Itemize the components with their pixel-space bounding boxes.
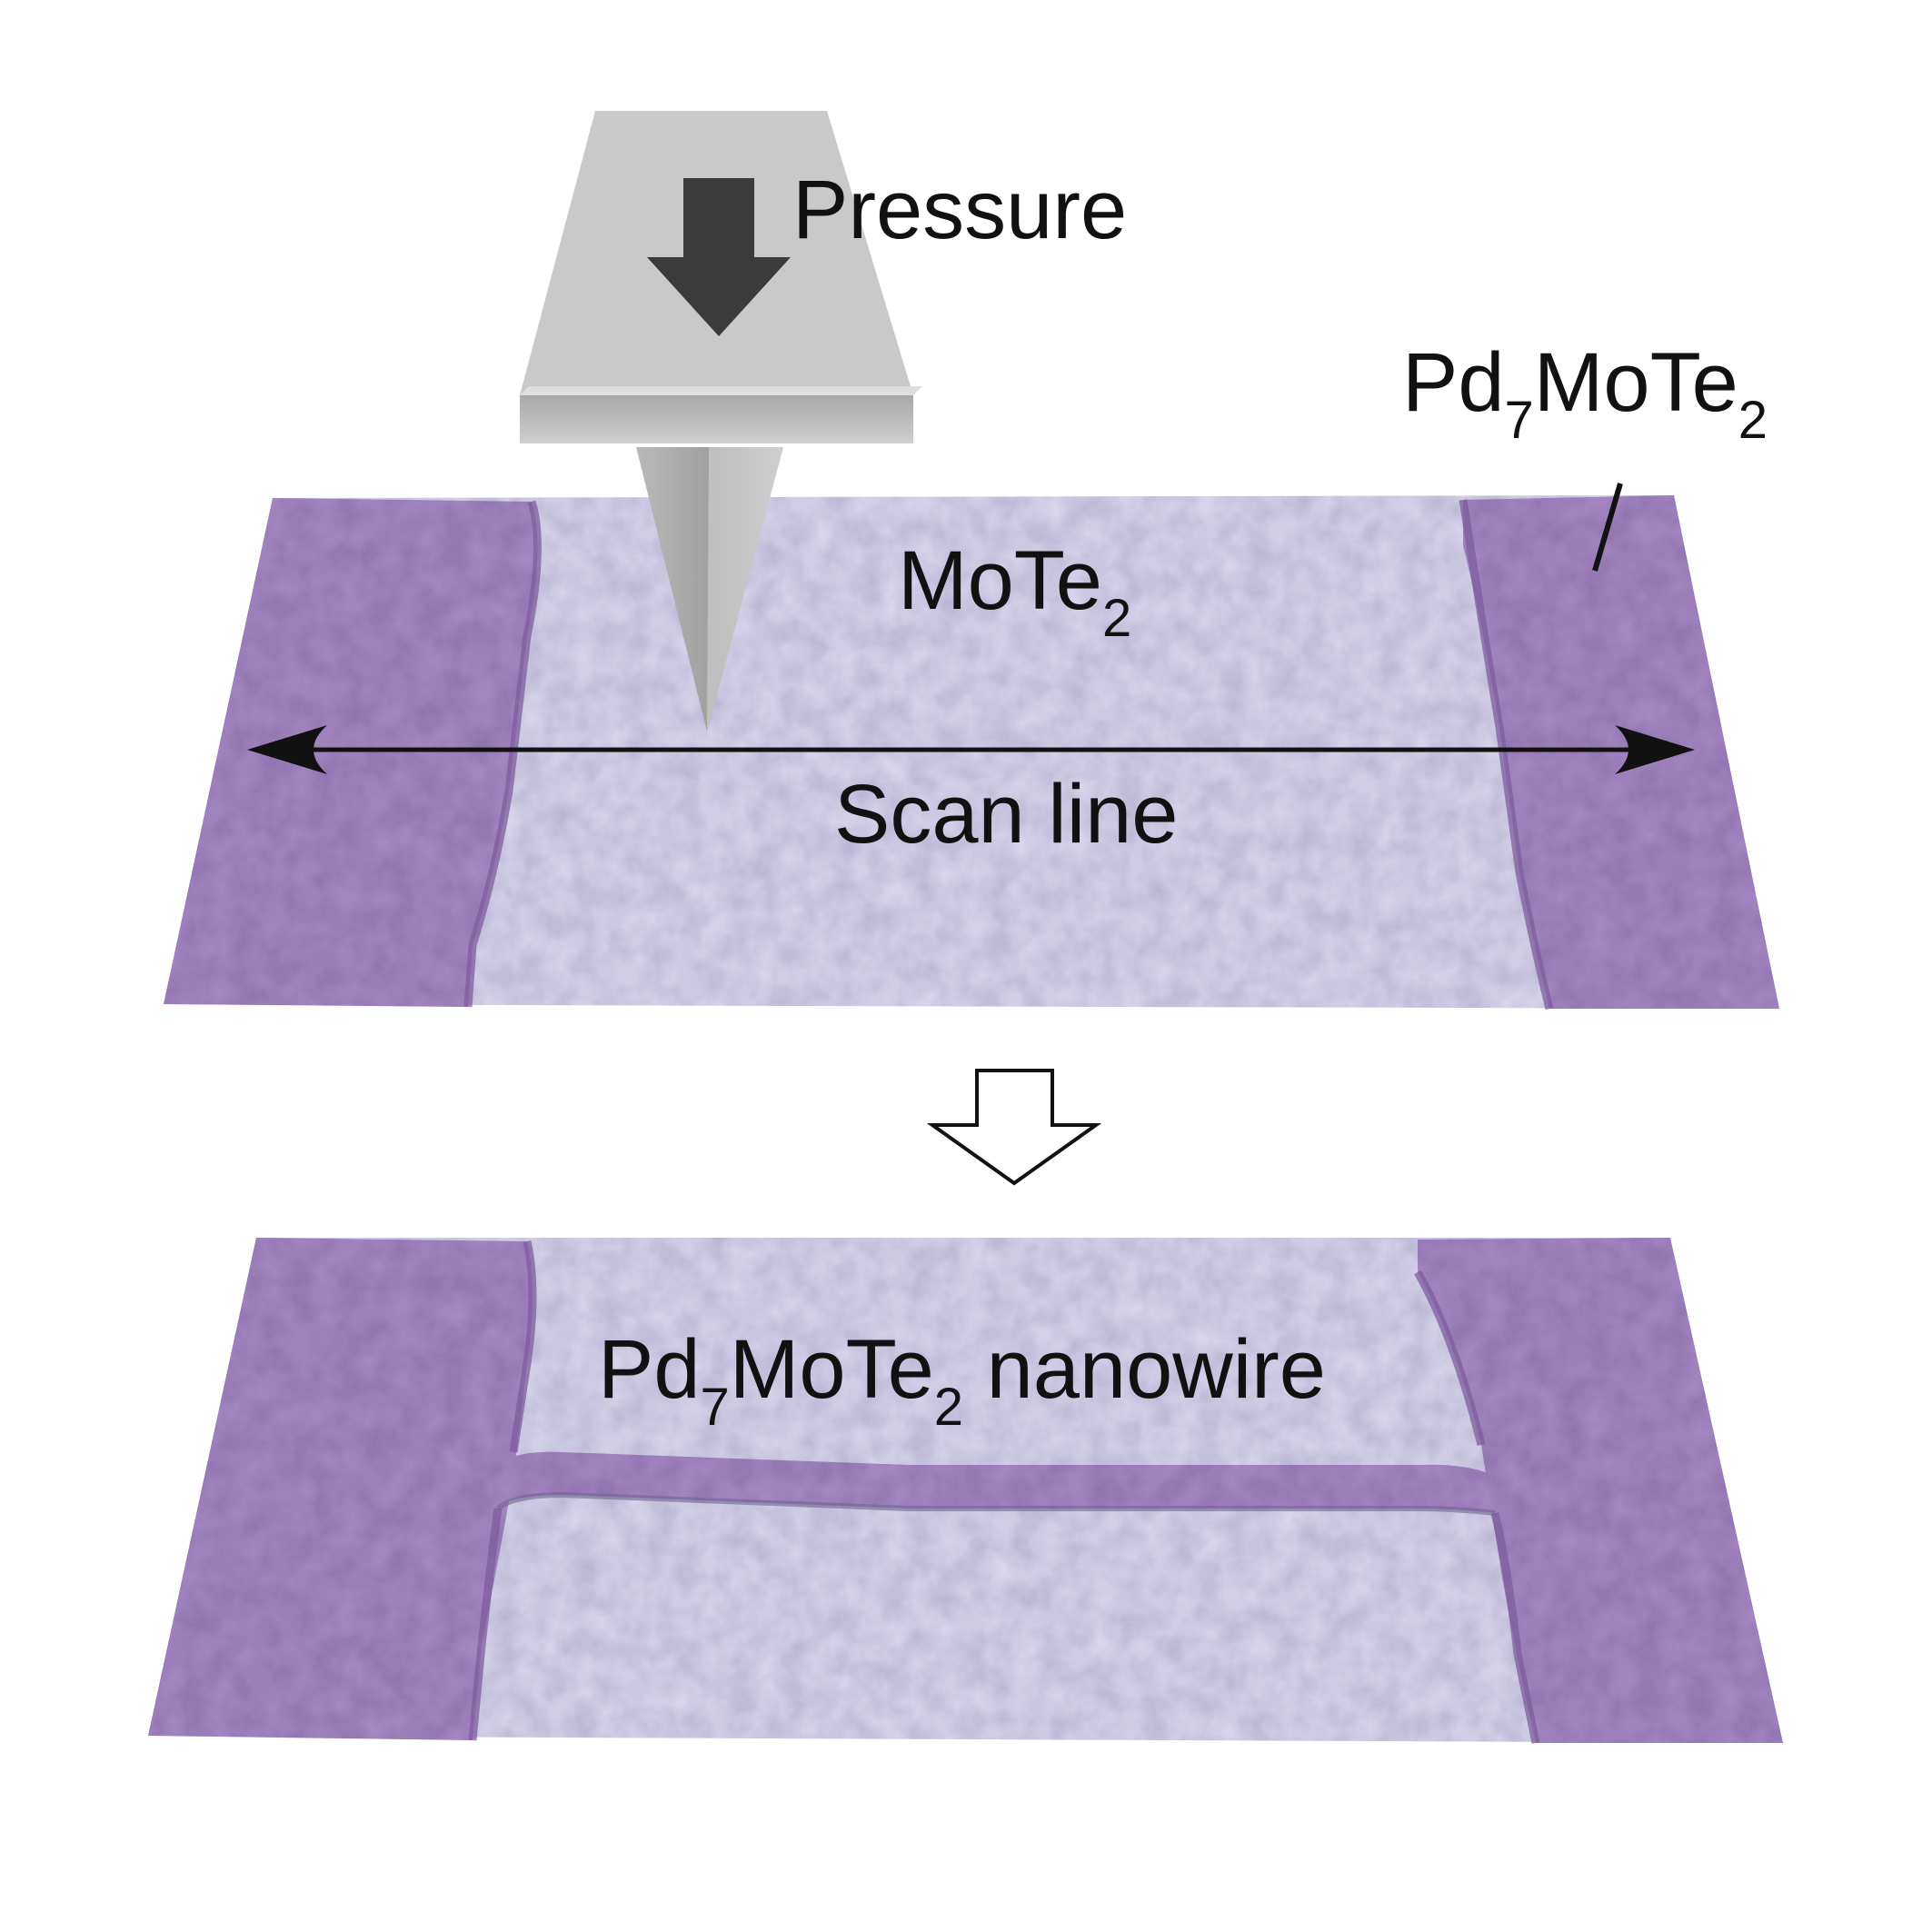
bottom-right-pd7mote2-region	[1418, 1238, 1783, 1743]
nanowire-label-part2: MoTe	[730, 1323, 934, 1416]
tip-holder-front-face	[520, 395, 913, 443]
pressure-label: Pressure	[792, 164, 1127, 256]
pd7mote2-label-part1: Pd	[1402, 336, 1505, 429]
pd7mote2-leader-line	[1592, 483, 1623, 572]
top-left-pd7mote2-region	[164, 498, 538, 1007]
pd7mote2-label-part2: MoTe	[1534, 336, 1738, 429]
bottom-left-region-edge	[468, 1240, 537, 1741]
pd7mote2-label: Pd7MoTe2	[1402, 336, 1768, 450]
nanowire-label-part1: Pd	[598, 1323, 701, 1416]
bottom-left-pd7mote2-region	[148, 1238, 533, 1740]
top-left-region-edge	[463, 500, 542, 1008]
mote2-label: MoTe2	[898, 534, 1131, 648]
transition-arrow	[926, 1069, 1102, 1186]
mote2-label-sub: 2	[1102, 589, 1131, 648]
afm-tip	[520, 111, 922, 732]
tip-holder-top-face	[520, 386, 922, 395]
nanowire-label-part3: nanowire	[963, 1323, 1326, 1416]
bottom-right-region-edge	[1414, 1270, 1540, 1744]
mote2-label-main: MoTe	[898, 534, 1102, 627]
pd7mote2-nanowire-stripe	[491, 1451, 1495, 1513]
nanowire-shadow-edge	[496, 1491, 1496, 1516]
scan-line-label: Scan line	[834, 768, 1178, 861]
pd7mote2-label-sub1: 7	[1505, 391, 1534, 450]
nanowire-label-sub2: 2	[934, 1378, 963, 1437]
pd7mote2-label-sub2: 2	[1738, 391, 1768, 450]
nanowire-label-sub1: 7	[701, 1378, 730, 1437]
scan-line-arrow	[247, 725, 1695, 774]
top-right-region-edge	[1459, 499, 1554, 1011]
nanowire-label: Pd7MoTe2 nanowire	[598, 1323, 1326, 1437]
tip-cone-highlight	[707, 447, 783, 732]
pressure-arrow	[647, 178, 791, 336]
bottom-sample-surface	[148, 1238, 1783, 1744]
